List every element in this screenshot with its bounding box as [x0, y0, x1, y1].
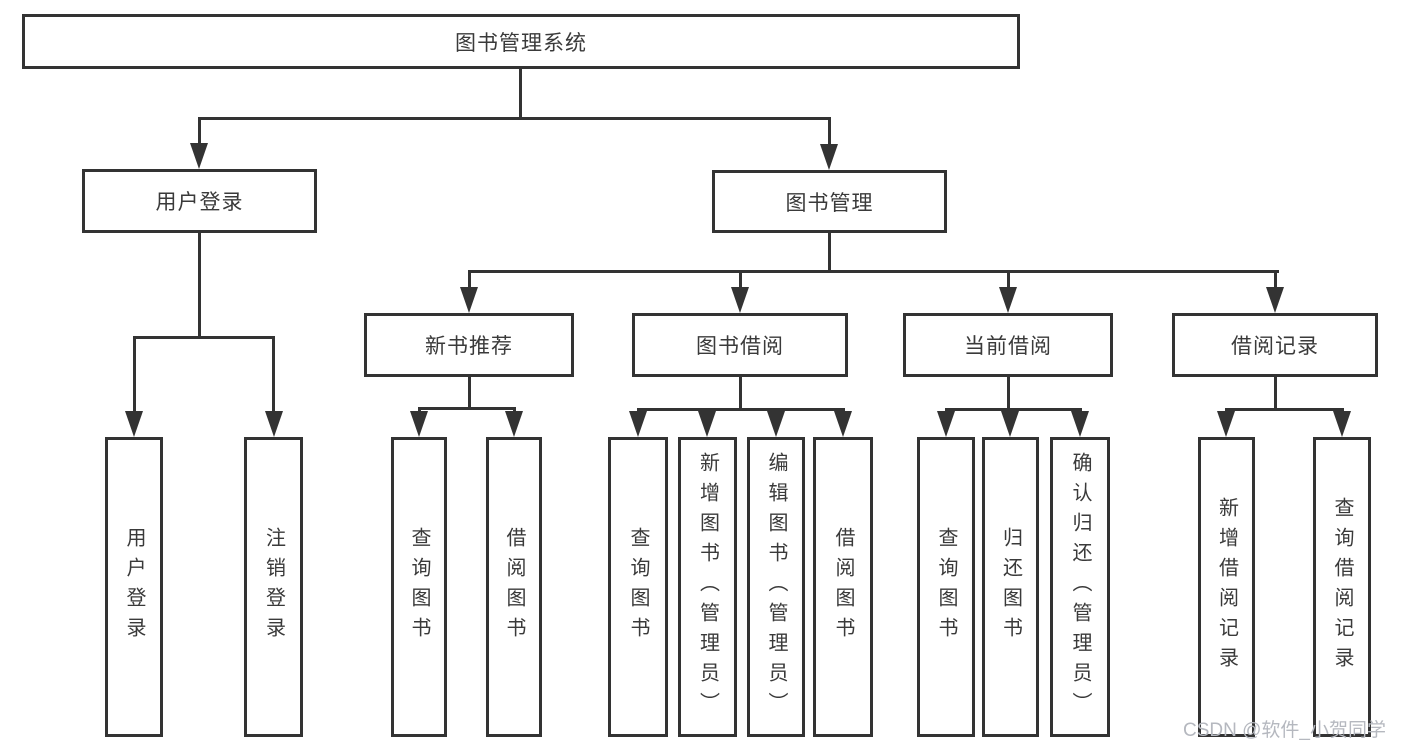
- node-logout: 注销登录: [244, 437, 303, 737]
- arrowhead-down-icon: [698, 411, 716, 437]
- node-label: 借阅图书: [832, 527, 854, 647]
- node-label: 当前借阅: [964, 335, 1052, 358]
- connector-line: [198, 117, 831, 120]
- arrowhead-down-icon: [1333, 411, 1351, 437]
- connector-line: [468, 270, 471, 292]
- node-library-management-system: 图书管理系统: [22, 14, 1020, 69]
- node-label: 借阅记录: [1231, 335, 1319, 358]
- node-query-books-borrow: 查询图书: [608, 437, 668, 737]
- node-borrowing-records: 借阅记录: [1172, 313, 1378, 377]
- node-label: 新增图书（管理员）: [696, 452, 719, 722]
- arrowhead-down-icon: [629, 411, 647, 437]
- connector-line: [637, 408, 845, 411]
- node-query-borrow-record: 查询借阅记录: [1313, 437, 1371, 737]
- connector-line: [133, 336, 136, 414]
- node-confirm-return-admin: 确认归还（管理员）: [1050, 437, 1110, 737]
- node-label: 借阅图书: [503, 527, 525, 647]
- node-label: 查询图书: [627, 527, 649, 647]
- arrowhead-down-icon: [834, 411, 852, 437]
- arrowhead-down-icon: [125, 411, 143, 437]
- node-book-borrowing: 图书借阅: [632, 313, 848, 377]
- node-label: 查询借阅记录: [1331, 497, 1353, 677]
- arrowhead-down-icon: [820, 144, 838, 170]
- node-label: 归还图书: [999, 527, 1022, 647]
- connector-line: [945, 408, 1082, 411]
- connector-line: [1007, 270, 1010, 292]
- node-label: 编辑图书（管理员）: [765, 452, 787, 722]
- node-current-borrowing: 当前借阅: [903, 313, 1113, 377]
- connector-line: [1274, 270, 1277, 292]
- node-new-book-recommend: 新书推荐: [364, 313, 574, 377]
- node-label: 图书管理: [785, 191, 874, 215]
- node-user-login: 用户登录: [82, 169, 317, 233]
- connector-line: [198, 117, 201, 147]
- connector-line: [739, 270, 742, 292]
- node-edit-books-admin: 编辑图书（管理员）: [747, 437, 805, 737]
- arrowhead-down-icon: [190, 143, 208, 169]
- connector-line: [828, 233, 831, 273]
- node-book-management: 图书管理: [712, 170, 947, 233]
- node-label: 图书管理系统: [455, 31, 587, 55]
- arrowhead-down-icon: [1266, 287, 1284, 313]
- arrowhead-down-icon: [1217, 411, 1235, 437]
- arrowhead-down-icon: [460, 287, 478, 313]
- connector-line: [418, 407, 516, 410]
- arrowhead-down-icon: [937, 411, 955, 437]
- connector-line: [828, 117, 831, 147]
- connector-line: [468, 377, 471, 407]
- node-user-login-leaf: 用户登录: [105, 437, 163, 737]
- arrowhead-down-icon: [767, 411, 785, 437]
- node-label: 查询图书: [935, 527, 957, 647]
- node-label: 新增借阅记录: [1215, 497, 1238, 677]
- arrowhead-down-icon: [265, 411, 283, 437]
- connector-line: [1007, 377, 1010, 408]
- arrowhead-down-icon: [1001, 411, 1019, 437]
- connector-line: [1274, 377, 1277, 408]
- arrowhead-down-icon: [999, 287, 1017, 313]
- connector-line: [1225, 408, 1343, 411]
- node-borrow-books: 借阅图书: [813, 437, 873, 737]
- arrowhead-down-icon: [505, 411, 523, 437]
- connector-line: [198, 233, 201, 336]
- connector-line: [133, 336, 275, 339]
- arrowhead-down-icon: [410, 411, 428, 437]
- watermark: CSDN @软件_小贺同学: [1183, 720, 1386, 741]
- connector-line: [519, 69, 522, 117]
- connector-line: [272, 336, 275, 414]
- node-add-borrow-record: 新增借阅记录: [1198, 437, 1255, 737]
- arrowhead-down-icon: [1071, 411, 1089, 437]
- connector-line: [739, 377, 742, 408]
- arrowhead-down-icon: [731, 287, 749, 313]
- node-label: 查询图书: [408, 527, 430, 647]
- node-label: 注销登录: [262, 527, 285, 647]
- connector-line: [468, 270, 1279, 273]
- node-label: 用户登录: [123, 527, 145, 647]
- node-label: 确认归还（管理员）: [1069, 452, 1091, 722]
- node-borrow-books-recommend: 借阅图书: [486, 437, 542, 737]
- node-label: 新书推荐: [425, 335, 513, 358]
- node-query-books-recommend: 查询图书: [391, 437, 447, 737]
- node-return-books: 归还图书: [982, 437, 1039, 737]
- node-label: 图书借阅: [696, 335, 784, 358]
- node-query-books-current: 查询图书: [917, 437, 975, 737]
- node-add-books-admin: 新增图书（管理员）: [678, 437, 737, 737]
- node-label: 用户登录: [155, 191, 244, 214]
